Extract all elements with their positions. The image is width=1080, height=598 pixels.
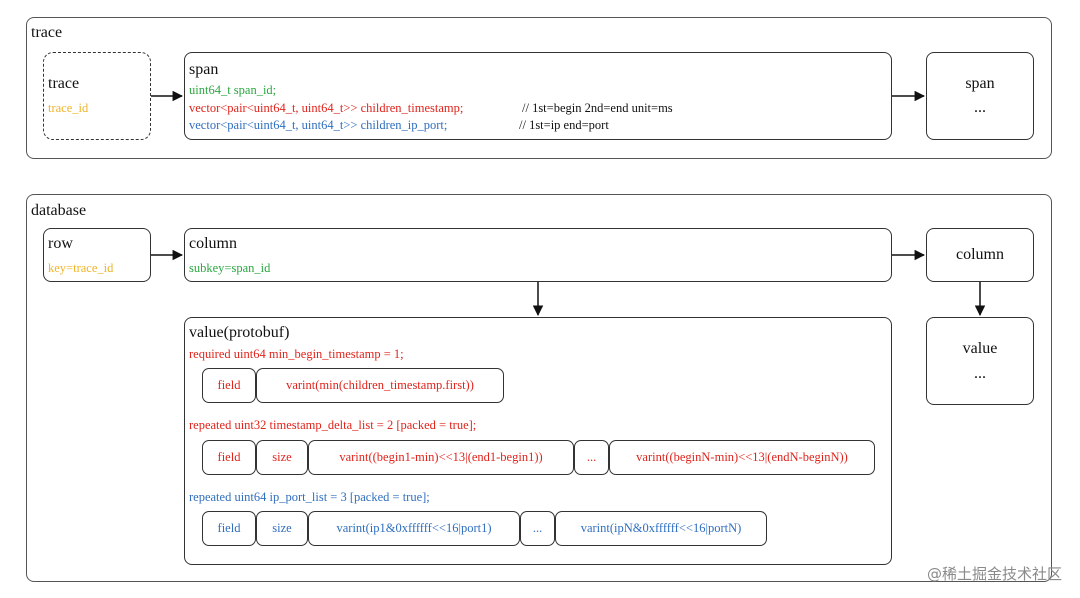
f1-field-cell: field	[202, 368, 256, 403]
f2-first-varint-cell: varint((begin1-min)<<13|(end1-begin1))	[308, 440, 574, 475]
f2-ellipsis-cell: ...	[574, 440, 609, 475]
row-key-field: key=trace_id	[48, 261, 114, 275]
trace-id-field: trace_id	[48, 101, 89, 115]
column-next-box	[926, 228, 1034, 282]
children-ip-port-line: vector<pair<uint64_t, uint64_t>> childre…	[189, 118, 448, 132]
f1-varint-cell: varint(min(children_timestamp.first))	[256, 368, 504, 403]
ip-port-list-decl: repeated uint64 ip_port_list = 3 [packed…	[189, 490, 430, 504]
value-protobuf-title: value(protobuf)	[189, 324, 290, 341]
min-begin-timestamp-decl: required uint64 min_begin_timestamp = 1;	[189, 347, 404, 361]
span-next-ellipsis: ...	[974, 99, 986, 116]
column-box	[184, 228, 892, 282]
column-box-title: column	[189, 235, 237, 252]
span-next-box	[926, 52, 1034, 140]
database-section-title: database	[31, 202, 87, 219]
value-next-box	[926, 317, 1034, 405]
f2-size-cell: size	[256, 440, 308, 475]
trace-box	[43, 52, 151, 140]
column-next-title: column	[956, 246, 1004, 263]
children-timestamp-line: vector<pair<uint64_t, uint64_t>> childre…	[189, 101, 464, 115]
children-ip-port-comment: // 1st=ip end=port	[519, 118, 609, 132]
trace-section-title: trace	[31, 24, 63, 41]
span-box-title: span	[189, 61, 219, 78]
f2-field-cell: field	[202, 440, 256, 475]
value-next-ellipsis: ...	[974, 365, 986, 382]
f2-last-varint-cell: varint((beginN-min)<<13|(endN-beginN))	[609, 440, 875, 475]
f3-last-varint-cell: varint(ipN&0xffffff<<16|portN)	[555, 511, 767, 546]
f3-first-varint-cell: varint(ip1&0xffffff<<16|port1)	[308, 511, 520, 546]
column-subkey-field: subkey=span_id	[189, 261, 271, 275]
f3-size-cell: size	[256, 511, 308, 546]
span-next-title: span	[965, 75, 995, 92]
f3-field-cell: field	[202, 511, 256, 546]
row-box-title: row	[48, 235, 73, 252]
value-next-title: value	[962, 340, 998, 357]
timestamp-delta-list-decl: repeated uint32 timestamp_delta_list = 2…	[189, 418, 477, 432]
watermark: @稀土掘金技术社区	[926, 565, 1062, 583]
f3-ellipsis-cell: ...	[520, 511, 555, 546]
row-box	[43, 228, 151, 282]
children-timestamp-comment: // 1st=begin 2nd=end unit=ms	[522, 101, 673, 115]
trace-box-title: trace	[48, 75, 80, 92]
span-id-line: uint64_t span_id;	[189, 83, 277, 97]
span-box	[184, 52, 892, 140]
